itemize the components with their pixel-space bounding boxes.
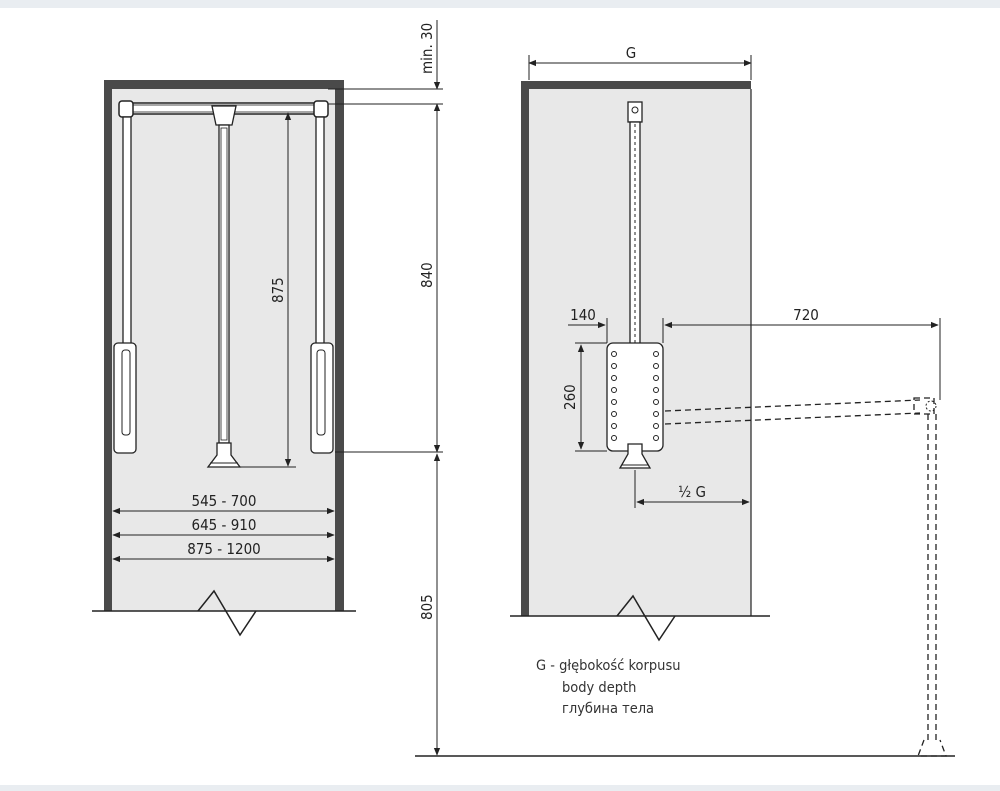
label-545-700: 545 - 700 <box>192 492 257 510</box>
label-half-g: ½ G <box>678 483 706 501</box>
label-875: 875 <box>269 277 287 303</box>
front-cabinet-left-wall <box>104 80 112 611</box>
side-view <box>510 55 947 757</box>
label-min30: min. 30 <box>418 23 436 74</box>
extended-position-dashed <box>664 397 947 757</box>
label-140: 140 <box>570 306 596 324</box>
label-840: 840 <box>418 262 436 288</box>
top-bar <box>0 0 1000 8</box>
bottom-bar <box>0 785 1000 791</box>
legend-line-2: body depth <box>562 680 636 696</box>
side-cabinet-back <box>521 81 529 616</box>
side-break-symbol <box>616 594 676 642</box>
legend-line-3: глубина тела <box>562 701 654 717</box>
vertical-dimensions <box>328 20 955 757</box>
side-cabinet-top <box>521 81 751 89</box>
front-break-symbol <box>197 589 257 637</box>
label-g: G <box>626 44 636 62</box>
front-cabinet-right-wall <box>335 80 344 611</box>
label-875-1200: 875 - 1200 <box>187 540 261 558</box>
label-645-910: 645 - 910 <box>192 516 257 534</box>
label-260: 260 <box>561 384 579 410</box>
label-720: 720 <box>793 306 819 324</box>
legend-line-1: G - głębokość korpusu <box>536 658 681 674</box>
label-805: 805 <box>418 594 436 620</box>
front-view <box>92 80 356 637</box>
front-cabinet-top <box>104 80 344 89</box>
